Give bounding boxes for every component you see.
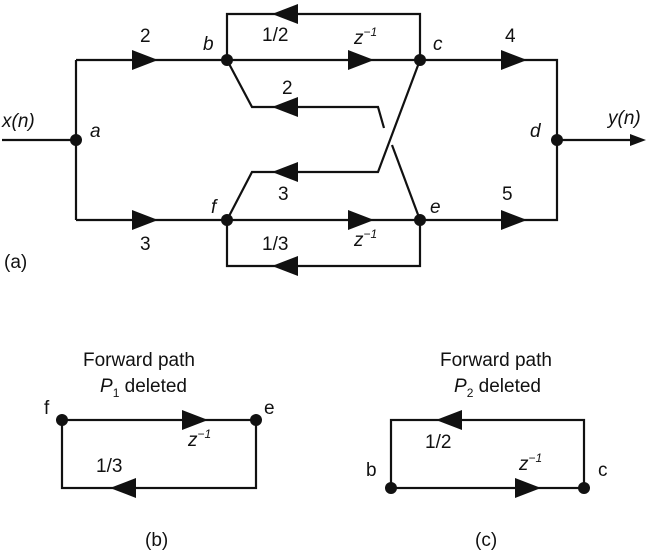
gain-a-to-f: 3 xyxy=(140,234,151,255)
branch-e-to-f-loop xyxy=(225,220,422,268)
panel-b-arrow-bottom xyxy=(110,478,136,498)
gain-e-to-b: 2 xyxy=(282,78,293,99)
gain-b-to-c: z−1 xyxy=(353,25,377,49)
panel-b-gain-bottom: 1/3 xyxy=(96,456,122,477)
panel-b-title-line1: Forward path xyxy=(83,350,195,371)
caption-c: (c) xyxy=(475,530,497,551)
node-b-label: b xyxy=(203,34,214,55)
gain-c-to-f: 3 xyxy=(278,184,289,205)
panel-b: Forward path P1 deleted f e z−1 1/3 (b) xyxy=(44,350,275,551)
node-c-label: c xyxy=(433,34,443,55)
panel-c: Forward path P2 deleted b c 1/2 z−1 (c) xyxy=(366,350,608,551)
gain-a-to-b: 2 xyxy=(140,26,151,47)
output-arrowhead xyxy=(630,134,646,146)
panel-b-node-f xyxy=(56,414,68,426)
branch-c-to-f xyxy=(226,59,422,221)
panel-c-arrow-top xyxy=(436,410,462,430)
node-c xyxy=(414,54,426,66)
branch-e-to-d xyxy=(420,140,559,222)
arrow-f-to-e xyxy=(348,210,374,230)
caption-b: (b) xyxy=(145,530,168,551)
caption-a: (a) xyxy=(4,252,27,273)
panel-c-title-line1: Forward path xyxy=(440,350,552,371)
branch-c-to-d xyxy=(420,58,559,140)
panel-b-gain-top: z−1 xyxy=(187,427,211,451)
gain-c-to-d: 4 xyxy=(505,26,516,47)
node-a xyxy=(70,134,82,146)
panel-c-node-b-label: b xyxy=(366,460,377,481)
panel-b-title-line2: P1 deleted xyxy=(100,376,187,400)
branch-e-to-b-lower xyxy=(390,144,422,221)
gain-e-to-f: 1/3 xyxy=(262,234,288,255)
node-e-label: e xyxy=(430,197,441,218)
node-e xyxy=(414,214,426,226)
panel-c-title-line2: P2 deleted xyxy=(454,376,541,400)
arrow-c-to-f xyxy=(272,162,298,182)
panel-c-gain-top: 1/2 xyxy=(425,432,451,453)
panel-a: x(n) y(n) a b c d e f 2 3 1/2 z−1 2 3 z−… xyxy=(1,4,646,276)
arrow-e-to-f-loop xyxy=(272,256,298,276)
arrow-c-to-d xyxy=(501,50,527,70)
branch-c-to-b-loop xyxy=(225,12,422,60)
panel-b-node-f-label: f xyxy=(44,398,50,419)
node-b xyxy=(221,54,233,66)
arrow-c-to-b-loop xyxy=(272,4,298,24)
gain-e-to-d: 5 xyxy=(502,184,513,205)
panel-b-arrow-top xyxy=(182,410,208,430)
output-label: y(n) xyxy=(606,108,641,129)
node-f-label: f xyxy=(211,197,218,218)
panel-c-loop xyxy=(389,418,586,490)
node-d xyxy=(551,134,563,146)
node-d-label: d xyxy=(530,121,542,142)
panel-c-node-c-label: c xyxy=(598,460,608,481)
panel-c-node-c xyxy=(578,482,590,494)
panel-c-node-b xyxy=(385,482,397,494)
gain-c-to-b: 1/2 xyxy=(262,25,288,46)
arrow-b-to-c xyxy=(348,50,374,70)
panel-c-arrow-bottom xyxy=(515,478,541,498)
panel-b-node-e xyxy=(250,414,262,426)
arrow-a-to-f xyxy=(132,210,158,230)
arrow-e-to-b xyxy=(272,97,298,117)
panel-c-gain-bottom: z−1 xyxy=(518,451,542,475)
arrow-e-to-d xyxy=(501,210,527,230)
node-a-label: a xyxy=(90,121,101,142)
gain-f-to-e: z−1 xyxy=(353,227,377,251)
node-f xyxy=(221,214,233,226)
input-label: x(n) xyxy=(1,111,35,132)
panel-b-loop xyxy=(60,418,258,490)
arrow-a-to-b xyxy=(132,50,158,70)
branch-e-to-b-upper xyxy=(226,59,386,129)
panel-b-node-e-label: e xyxy=(264,398,275,419)
